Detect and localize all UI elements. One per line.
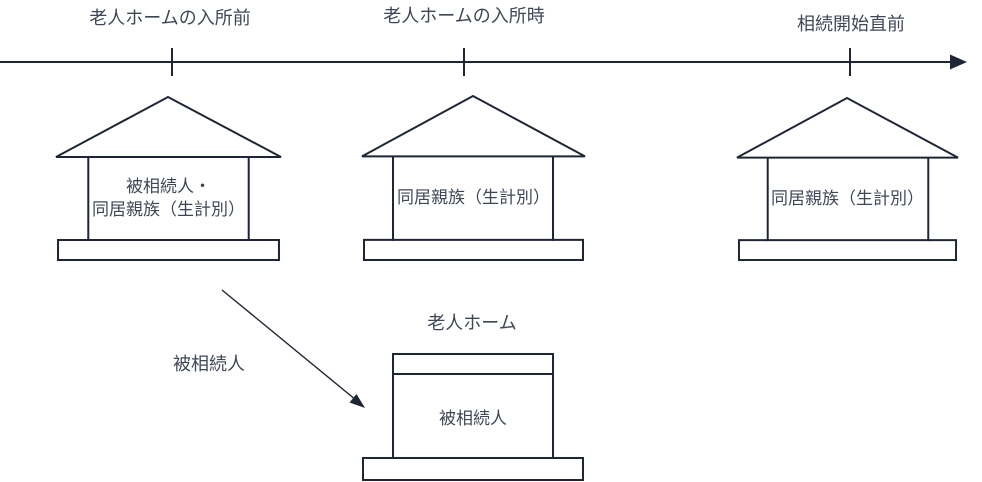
house-occupants-label: 同居親族（生計別） (397, 188, 550, 208)
timeline-axis (0, 48, 967, 76)
house-icon (55, 95, 282, 261)
house-base (363, 238, 584, 261)
timeline-label-before-admission: 老人ホームの入所前 (89, 8, 251, 28)
move-arrow-label: 被相続人 (173, 354, 245, 374)
nursing-home-building-icon (362, 353, 584, 481)
house-roof (55, 95, 282, 158)
timeline-label-at-admission: 老人ホームの入所時 (383, 6, 545, 26)
house-icon (736, 96, 959, 262)
house-roof (736, 96, 959, 159)
house-roof (361, 94, 586, 158)
nursing-home-occupant-label: 被相続人 (439, 408, 507, 428)
house-before-inheritance: 同居親族（生計別） (736, 96, 959, 262)
house-at-admission: 同居親族（生計別） (361, 94, 586, 262)
nursing-home: 被相続人 (360, 350, 586, 482)
house-occupants-label: 同居親族（生計別） (771, 189, 924, 209)
timeline-arrowhead-icon (950, 54, 967, 70)
nursing-home-title: 老人ホーム (427, 313, 517, 333)
house-before-admission: 被相続人・ 同居親族（生計別） (55, 95, 282, 262)
move-arrowhead-icon (349, 394, 365, 408)
house-base (737, 239, 958, 262)
house-occupants-label: 被相続人・ 同居親族（生計別） (92, 177, 245, 219)
move-arrow-icon (221, 289, 365, 408)
building-base (362, 457, 584, 481)
house-base (57, 239, 280, 261)
house-icon (361, 94, 586, 261)
move-arrow-line (221, 289, 357, 401)
timeline-label-before-inheritance: 相続開始直前 (797, 14, 905, 34)
